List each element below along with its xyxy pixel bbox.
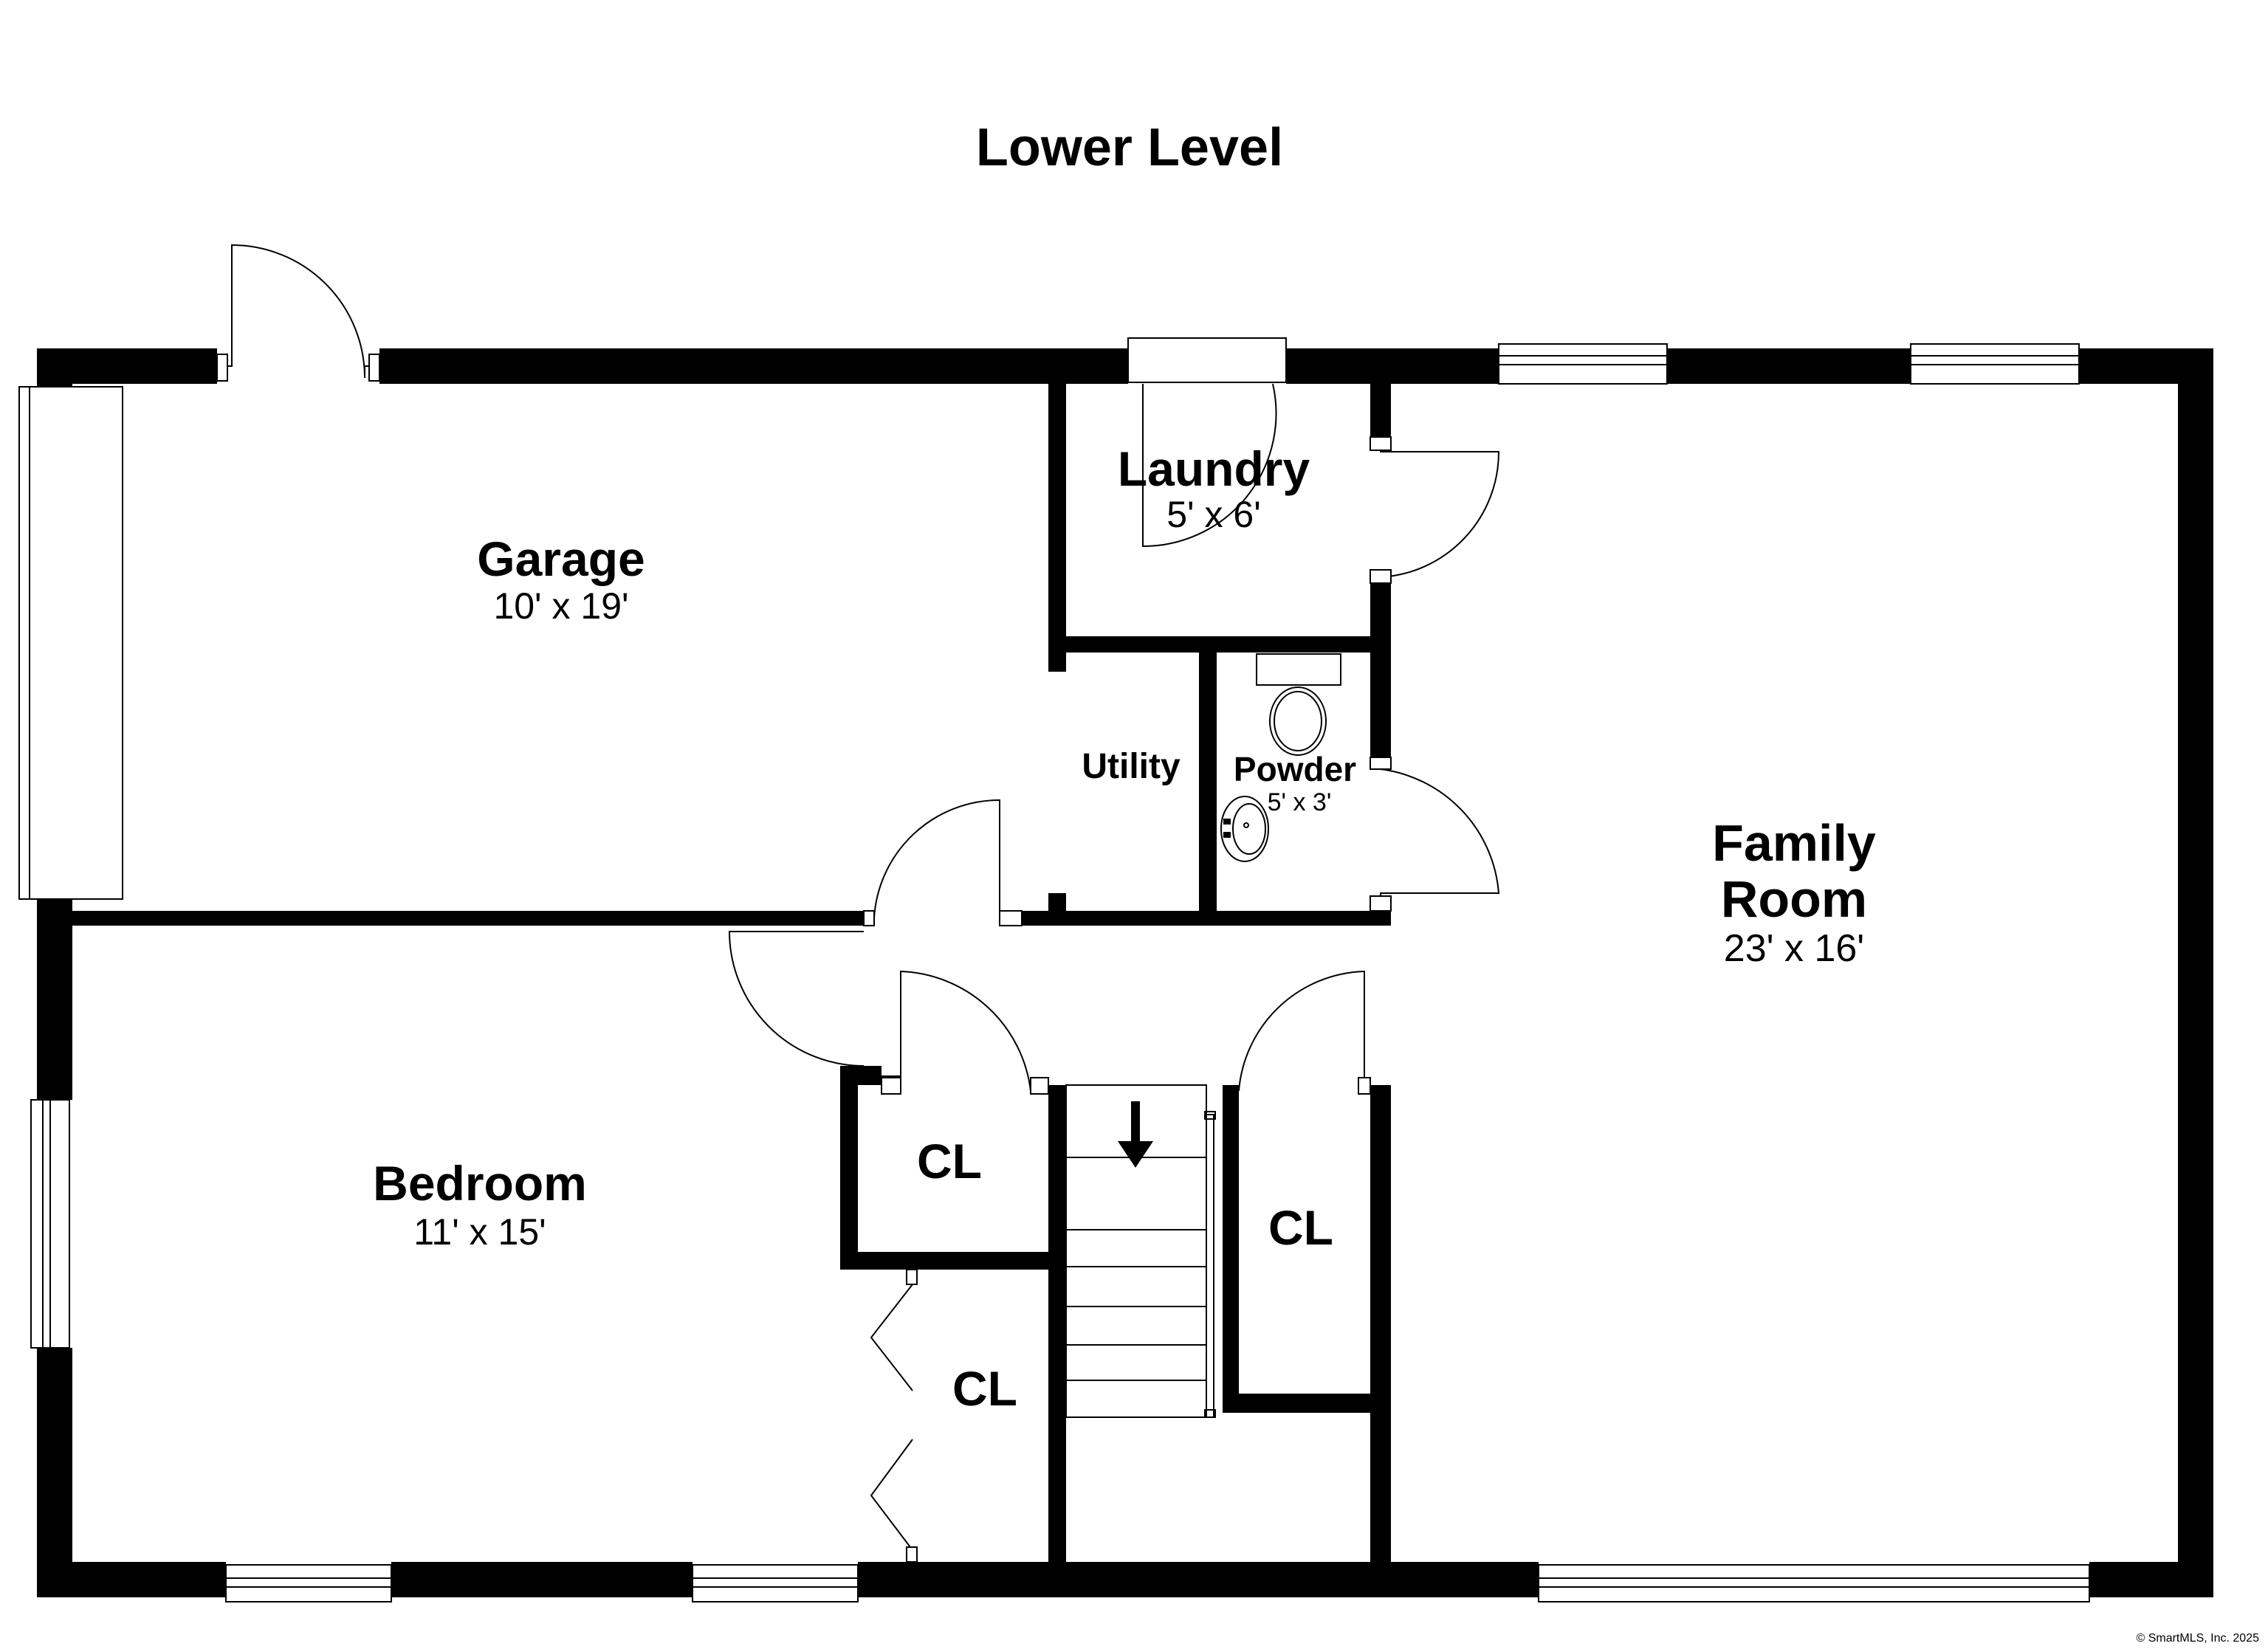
arrow-down-icon [1118,1101,1153,1168]
family-room-dimensions: 23' x 16' [1724,927,1864,970]
toilet-icon [1256,653,1341,756]
laundry-label: Laundry [1118,441,1310,496]
door-jambs [216,354,1392,1563]
closet-label-right: CL [1268,1200,1333,1255]
garage-dimensions: 10' x 19' [493,585,628,627]
powder-label: Powder [1234,750,1356,788]
closet-label-upper-left: CL [917,1134,982,1188]
page-title: Lower Level [976,118,1283,177]
copyright-text: © SmartMLS, Inc. 2025 [2136,1632,2259,1645]
utility-label: Utility [1082,747,1181,786]
bedroom-label: Bedroom [373,1156,587,1211]
windows [18,337,2090,1602]
powder-dimensions: 5' x 3' [1268,788,1332,816]
family-room-label-line2: Room [1721,870,1867,928]
laundry-dimensions: 5' x 6' [1166,494,1261,535]
closet-label-lower-left: CL [952,1361,1017,1416]
garage-label: Garage [477,531,645,586]
sink-icon [1220,796,1269,862]
staircase [1065,1084,1216,1418]
family-room-label-line1: Family [1712,814,1876,872]
exterior-walls [37,348,2213,1597]
bedroom-dimensions: 11' x 15' [413,1211,546,1253]
interior-walls [72,384,1391,1597]
